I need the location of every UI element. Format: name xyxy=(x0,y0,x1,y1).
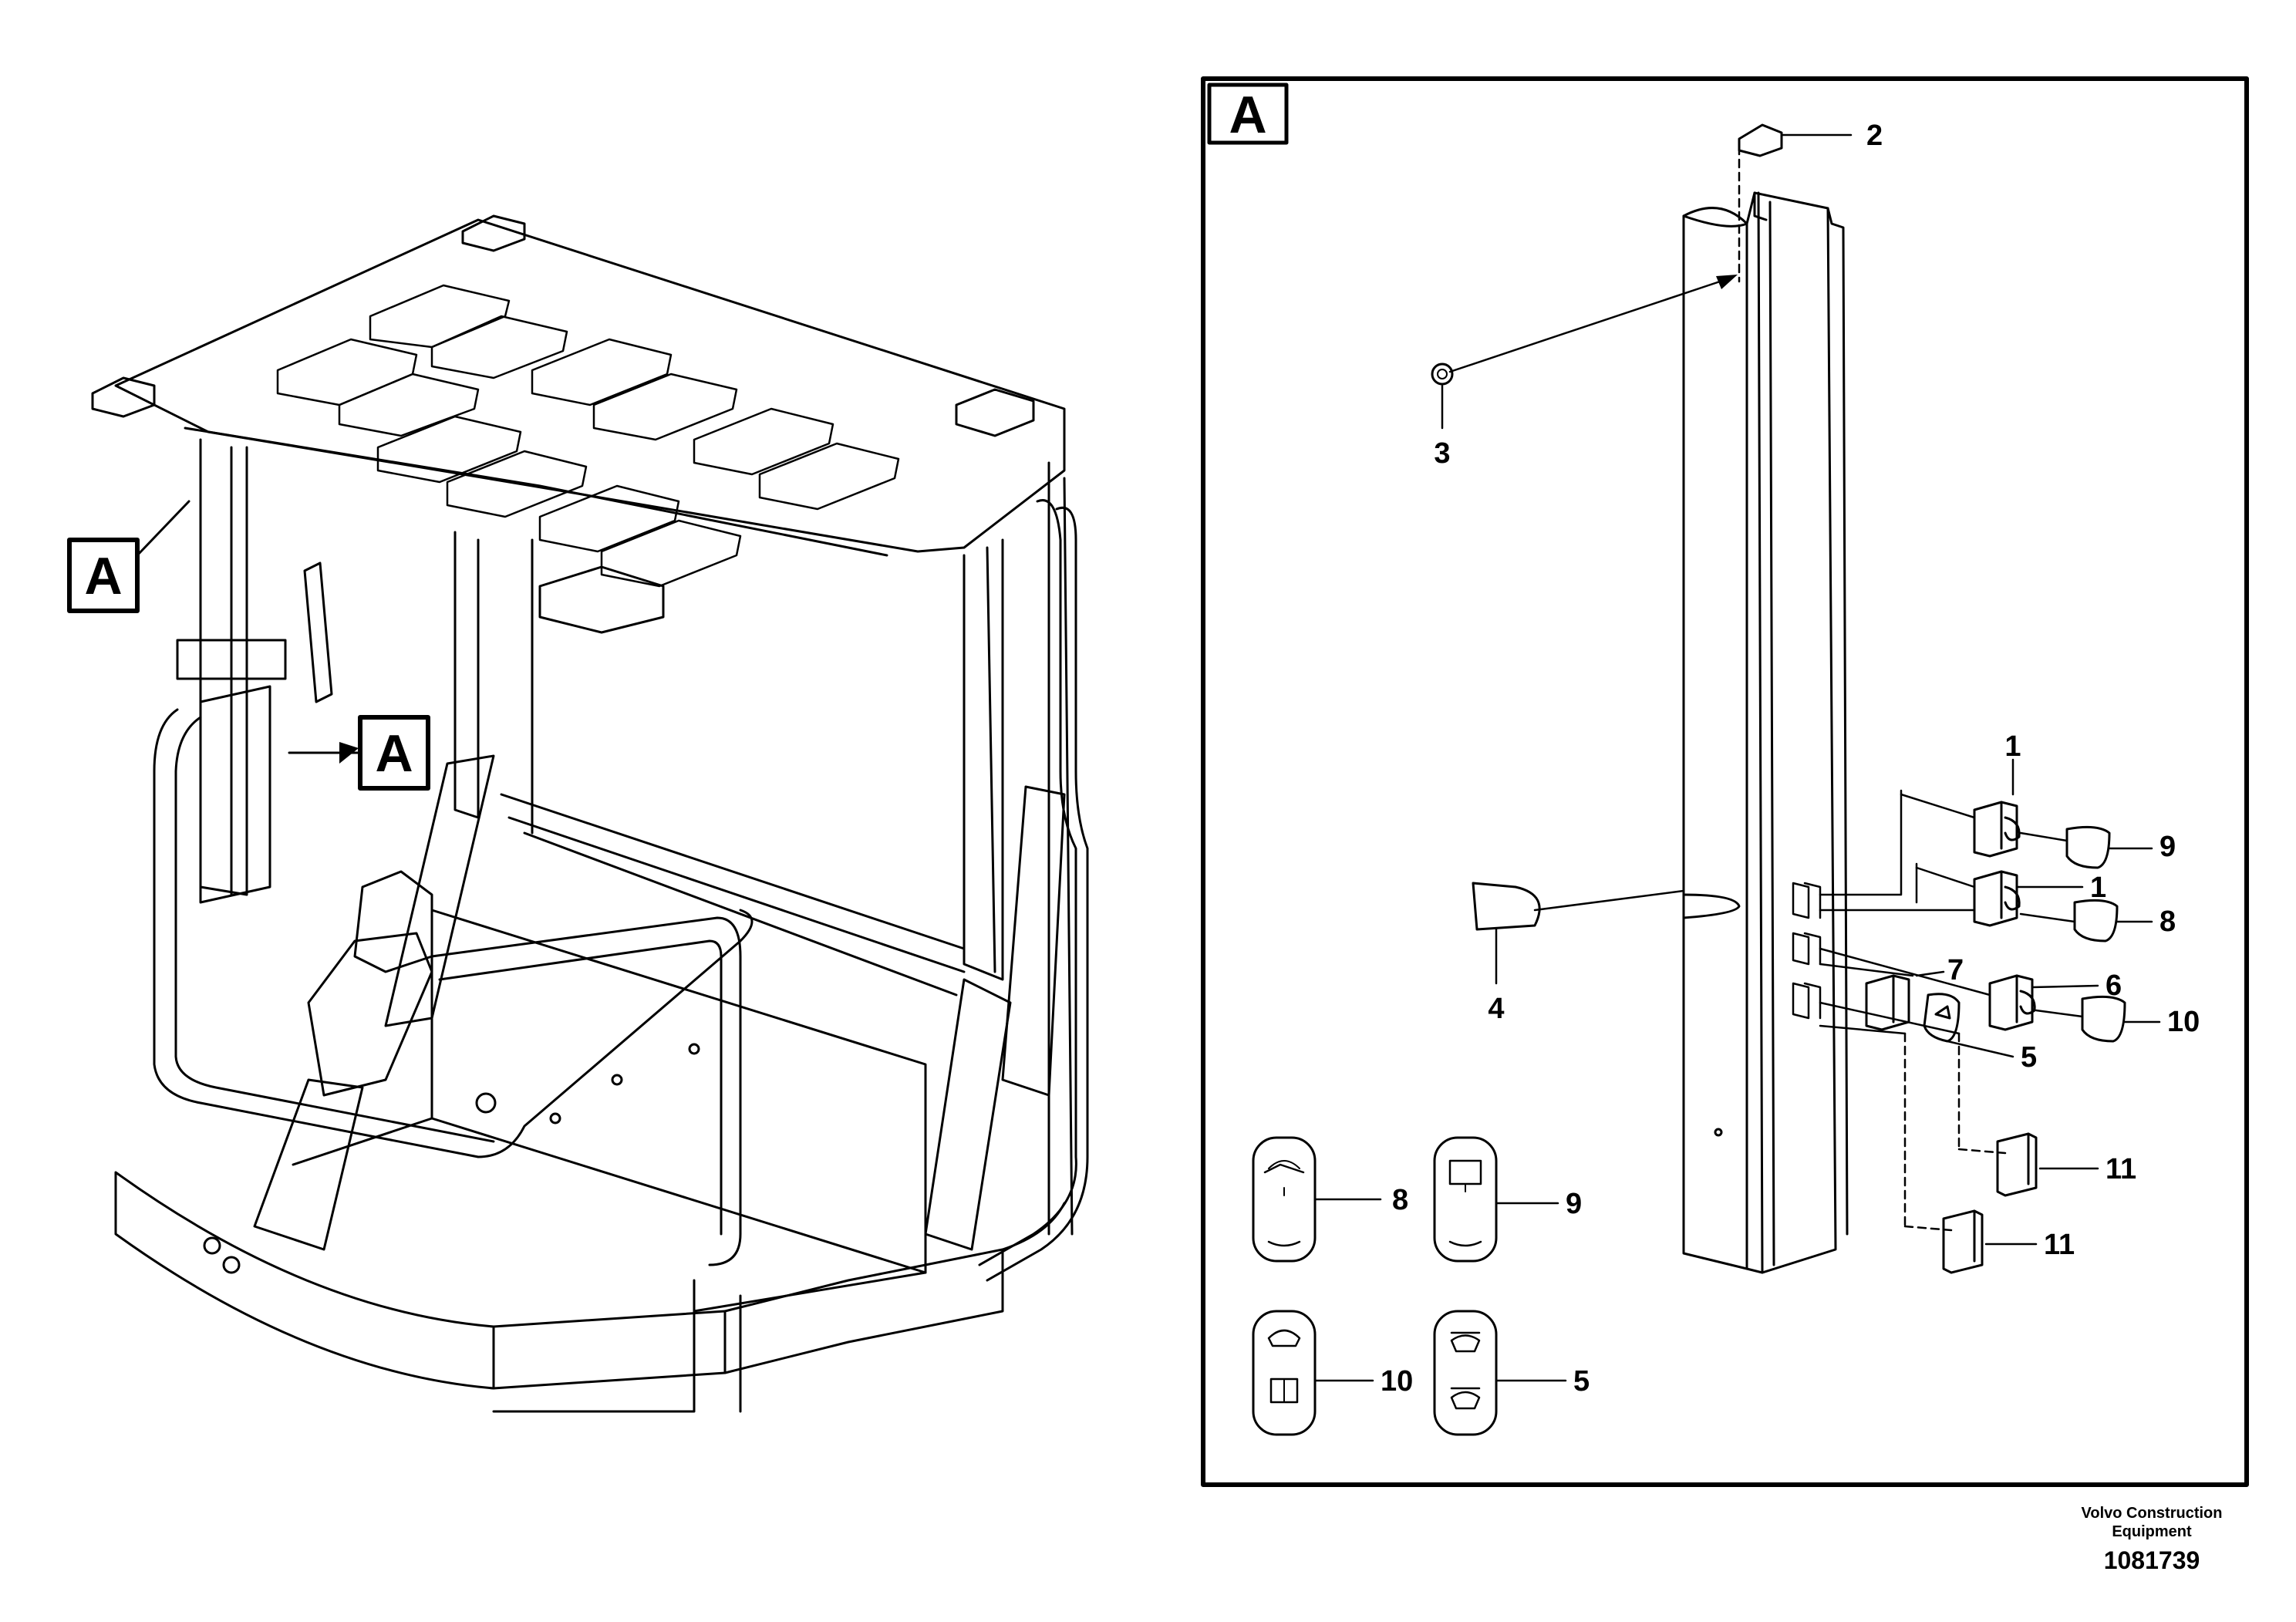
callout-10-detail: 10 xyxy=(2167,1006,2200,1038)
overview-marker-a-side: A xyxy=(288,715,430,791)
cab-overview xyxy=(91,214,1089,1413)
switch-face-9: 9 xyxy=(1433,1136,1582,1263)
callout-5-detail: 5 xyxy=(2021,1041,2037,1074)
switch-face-5: 5 xyxy=(1433,1310,1590,1436)
detail-a-frame: A xyxy=(1201,76,2249,1487)
switch-face-10: 10 xyxy=(1252,1310,1413,1436)
callout-6: 6 xyxy=(2106,969,2122,1002)
pillar-profile xyxy=(1682,191,1849,1274)
brand-line-2: Equipment xyxy=(2112,1523,2192,1540)
callout-4: 4 xyxy=(1488,993,1504,1025)
switch-5-cap xyxy=(1923,993,2014,1058)
part-3-screw: 3 xyxy=(1431,275,1738,470)
svg-text:A: A xyxy=(375,724,413,783)
svg-text:A: A xyxy=(84,547,122,605)
callout-11-top: 11 xyxy=(2106,1153,2136,1185)
switch-6 xyxy=(1819,947,2161,1043)
switch-1-top xyxy=(1819,758,2153,896)
part-4-cover: 4 xyxy=(1472,882,1685,1025)
callout-10-legend: 10 xyxy=(1381,1365,1413,1398)
callout-1-second: 1 xyxy=(2090,872,2106,904)
callout-7: 7 xyxy=(1947,954,1964,986)
document-number: 1081739 xyxy=(2103,1546,2200,1574)
connector-11-bottom xyxy=(1819,1024,2038,1274)
callout-9-detail: 9 xyxy=(2159,831,2176,863)
svg-text:A: A xyxy=(1229,86,1266,144)
callout-9-legend: 9 xyxy=(1566,1188,1582,1220)
switch-1-second xyxy=(1819,862,2153,943)
callout-8-legend: 8 xyxy=(1392,1184,1408,1216)
part-2-clip: 2 xyxy=(1738,120,1883,283)
callout-11-bottom: 11 xyxy=(2044,1229,2075,1261)
callout-3: 3 xyxy=(1434,437,1450,470)
callout-1-top: 1 xyxy=(2004,730,2021,763)
brand-line-1: Volvo Construction xyxy=(2081,1505,2223,1522)
brand-caption: Volvo Construction Equipment xyxy=(2052,1504,2252,1541)
callout-5-legend: 5 xyxy=(1573,1365,1590,1398)
connector-11-top xyxy=(1819,1001,2099,1197)
switch-face-8: 8 xyxy=(1252,1136,1408,1263)
callout-2: 2 xyxy=(1866,120,1883,152)
overview-marker-a-top: A xyxy=(67,500,190,613)
callout-8-detail: 8 xyxy=(2159,905,2176,938)
